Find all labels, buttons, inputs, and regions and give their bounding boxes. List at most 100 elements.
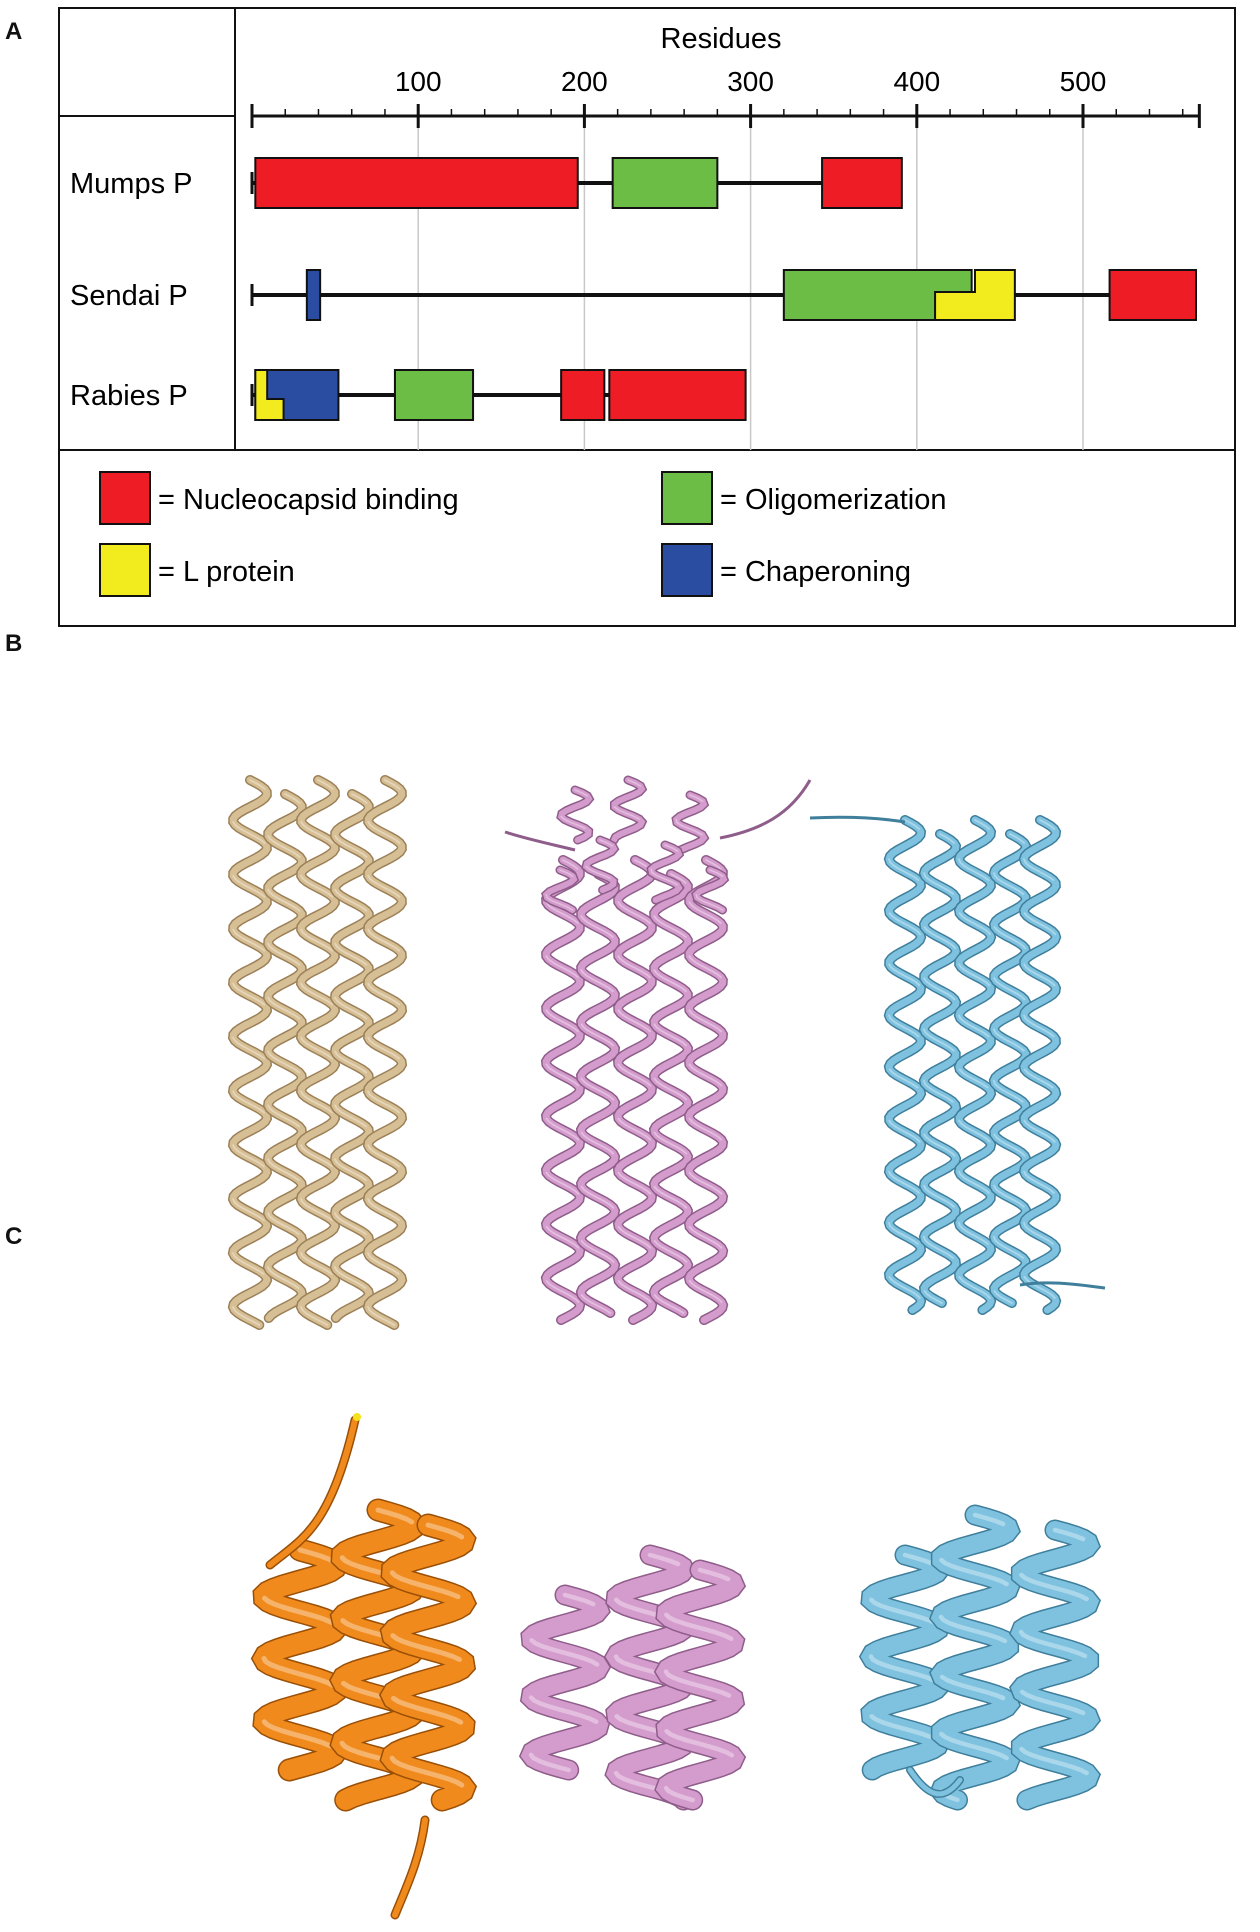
head-helix	[611, 777, 646, 843]
loop	[504, 830, 576, 852]
helix-highlight	[653, 873, 688, 1314]
legend: = Nucleocapsid binding = Oligomerization =…	[99, 471, 946, 597]
tick-label: 200	[561, 66, 608, 97]
helix	[331, 790, 373, 1322]
structure-small-bundle	[858, 1504, 1102, 1811]
helix-highlight	[334, 793, 368, 1289]
legend-label: = Nucleocapsid binding	[158, 484, 459, 516]
domain-l-protein	[254, 369, 285, 421]
legend-label: = L protein	[158, 556, 295, 588]
legend-swatch	[99, 543, 151, 597]
panel-label-a: A	[5, 18, 23, 45]
legend-label: = Oligomerization	[720, 484, 946, 516]
loop	[907, 1767, 963, 1797]
panel-label-b: B	[5, 630, 23, 657]
legend-swatch	[661, 471, 713, 525]
head-helix-highlight	[695, 869, 724, 911]
tick-label: 500	[1060, 66, 1107, 97]
helix	[990, 830, 1030, 1307]
helix	[1020, 816, 1060, 1314]
helix-highlight	[923, 833, 956, 1304]
helix-highlight	[367, 779, 401, 1326]
domain-nucleocapsid	[821, 157, 903, 209]
head-helix	[542, 867, 578, 913]
helix	[614, 856, 656, 1324]
legend-swatch	[99, 471, 151, 525]
structure-small-bundle	[518, 1544, 747, 1811]
helix	[1010, 1521, 1100, 1809]
legend-item: = L protein	[99, 543, 295, 597]
helix	[252, 1540, 348, 1780]
head-helix	[582, 837, 618, 893]
helix-highlight	[938, 1512, 1009, 1803]
legend-swatch	[661, 543, 713, 597]
helix	[685, 856, 727, 1324]
loop	[267, 1417, 358, 1568]
helix	[650, 870, 692, 1317]
head-helix-highlight	[675, 794, 704, 836]
domain-oligomerization	[393, 369, 475, 421]
structure-bundle-blue	[809, 815, 1106, 1315]
structure-small-bundle	[250, 1498, 478, 1812]
domain-oligomerization	[611, 157, 719, 209]
helix	[380, 1515, 476, 1810]
domain-nucleocapsid	[608, 369, 747, 421]
loop	[809, 815, 906, 824]
head-helix-highlight	[650, 844, 679, 886]
helix	[297, 776, 339, 1329]
head-helix-highlight	[560, 789, 589, 829]
domain-nucleocapsid	[560, 369, 606, 421]
helix-highlight	[1018, 1527, 1089, 1776]
legend-label: = Chaperoning	[720, 556, 911, 588]
structure-bundle-pink	[504, 775, 812, 1325]
legend-item: = Nucleocapsid binding	[99, 471, 459, 525]
protein-row: Mumps P	[70, 157, 903, 209]
helix-outline	[540, 855, 586, 1325]
protein-label: Rabies P	[70, 380, 188, 412]
loop	[1019, 1281, 1106, 1290]
helix-outline	[683, 855, 729, 1325]
helix	[264, 790, 306, 1322]
helix-highlight	[389, 1522, 465, 1788]
helix-highlight	[300, 779, 334, 1326]
domain-nucleocapsid	[1108, 269, 1198, 321]
helix-highlight	[613, 1552, 685, 1800]
head-helix-highlight	[585, 839, 614, 879]
loop	[719, 779, 812, 840]
head-helix	[648, 842, 683, 903]
terminus-marker	[353, 1413, 361, 1421]
helix	[542, 856, 584, 1324]
head-helix-highlight	[545, 869, 574, 911]
protein-tracks: Mumps P Sendai P Rabies P	[70, 157, 1198, 421]
protein-label: Sendai P	[70, 280, 188, 312]
helix	[577, 870, 619, 1317]
helix-highlight	[267, 793, 301, 1289]
helix	[655, 1561, 745, 1809]
protein-row: Sendai P	[70, 269, 1198, 321]
helix	[364, 776, 406, 1329]
domain-chaperoning	[305, 269, 322, 321]
helix-highlight	[888, 819, 921, 1299]
helix-highlight	[868, 1552, 940, 1743]
protein-row: Rabies P	[70, 369, 747, 421]
helix	[930, 1506, 1020, 1809]
helix-highlight	[617, 859, 652, 1303]
helix	[955, 816, 995, 1314]
helix	[885, 816, 925, 1314]
head-helix	[692, 867, 728, 913]
helix-highlight	[688, 859, 723, 1303]
head-helix-highlight	[613, 779, 642, 820]
head-helix	[557, 787, 593, 843]
legend-item: = Oligomerization	[661, 471, 946, 525]
helix-highlight	[993, 833, 1026, 1304]
tick-label: 100	[395, 66, 442, 97]
domain-table-frame	[58, 7, 1236, 627]
helix-highlight	[958, 819, 991, 1299]
helix-highlight	[663, 1567, 735, 1803]
helix	[229, 776, 271, 1329]
helix	[920, 830, 960, 1307]
loop	[392, 1817, 428, 1918]
